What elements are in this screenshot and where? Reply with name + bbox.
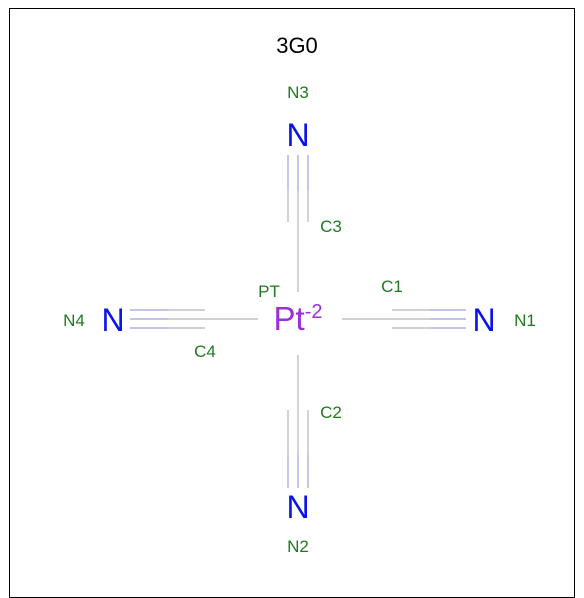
platinum-symbol: Pt — [274, 300, 305, 337]
nitrogen-n2-element: N — [286, 489, 309, 525]
nitrogen-n1-element: N — [472, 302, 495, 338]
bond-c1-n1-triple — [392, 309, 466, 329]
bond-c4-n4-triple — [130, 309, 205, 329]
atom-name-c2: C2 — [320, 403, 342, 422]
diagram-frame — [9, 8, 575, 598]
atom-name-n2: N2 — [287, 537, 309, 556]
bond-c3-n3-triple — [287, 155, 309, 232]
atom-name-n3: N3 — [287, 83, 309, 102]
atom-name-c1: C1 — [381, 277, 403, 296]
platinum-charge: -2 — [305, 301, 323, 323]
atom-name-n1: N1 — [514, 311, 536, 330]
atom-platinum: Pt-2 — [274, 300, 323, 337]
atom-name-c4: C4 — [194, 342, 216, 361]
nitrogen-n4-element: N — [101, 302, 124, 338]
atom-name-pt: PT — [258, 282, 280, 301]
bond-c2-n2-triple — [287, 410, 309, 488]
diagram-title: 3G0 — [276, 33, 318, 58]
platinum-element-label: Pt-2 — [274, 300, 323, 337]
nitrogen-n3-element: N — [286, 117, 309, 153]
atom-name-c3: C3 — [320, 217, 342, 236]
atom-name-n4: N4 — [63, 311, 85, 330]
